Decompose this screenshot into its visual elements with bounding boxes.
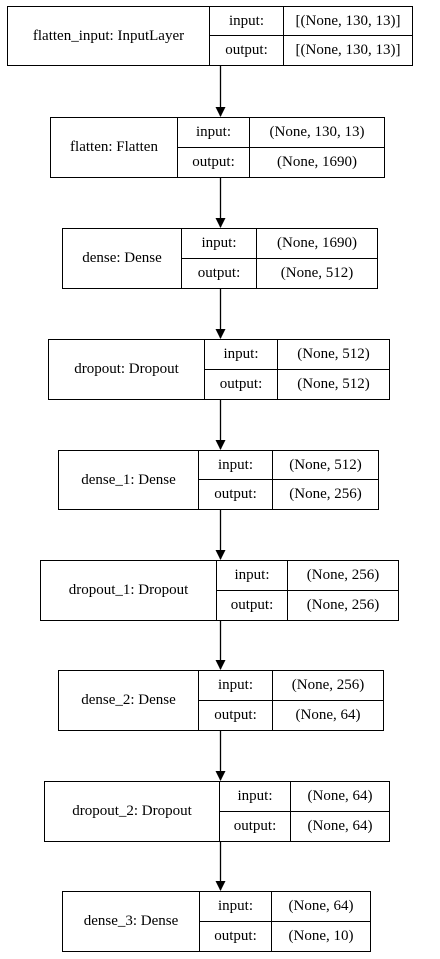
input-label: input:: [178, 118, 250, 148]
layer-name: flatten: Flatten: [51, 118, 178, 177]
output-shape: (None, 256): [306, 596, 380, 613]
input-shape: (None, 512): [278, 340, 389, 370]
output-shape: [(None, 130, 13)]: [295, 42, 401, 58]
output-shape: (None, 512): [297, 375, 370, 392]
output-label: output:: [200, 921, 272, 951]
layer-name: dropout: Dropout: [49, 340, 205, 399]
input-label: input:: [220, 782, 291, 812]
output-shape: (None, 64): [307, 817, 373, 834]
output-label: output:: [199, 480, 273, 509]
output-label: output:: [178, 147, 250, 177]
input-label: input:: [200, 892, 272, 922]
layer-name: dense_1: Dense: [59, 451, 199, 509]
output-label: output:: [182, 258, 257, 288]
layer-name: dense: Dense: [63, 229, 182, 288]
input-label: input:: [199, 671, 273, 701]
input-label: input:: [217, 561, 288, 591]
input-shape: [(None, 130, 13)]: [284, 7, 412, 36]
output-shape: (None, 64): [295, 706, 361, 723]
layer-name: dropout_2: Dropout: [45, 782, 220, 841]
output-label: output:: [217, 590, 288, 620]
input-shape: (None, 64): [272, 892, 370, 922]
layer-name: dense_2: Dense: [59, 671, 199, 730]
output-shape: (None, 10): [288, 927, 354, 944]
input-shape: (None, 64): [291, 782, 389, 812]
output-label: output:: [199, 700, 273, 730]
layer-name: dense_3: Dense: [63, 892, 200, 951]
output-label: output:: [205, 369, 278, 399]
output-label: output:: [210, 36, 284, 65]
output-shape: (None, 256): [289, 486, 362, 502]
input-shape: (None, 130, 13): [250, 118, 384, 148]
layer-name: flatten_input: InputLayer: [8, 7, 210, 65]
input-label: input:: [210, 7, 284, 36]
output-shape: (None, 512): [280, 264, 354, 281]
input-shape: (None, 512): [273, 451, 378, 480]
input-shape: (None, 1690): [257, 229, 377, 259]
layer-name: dropout_1: Dropout: [41, 561, 217, 620]
input-label: input:: [182, 229, 257, 259]
input-label: input:: [205, 340, 278, 370]
input-shape: (None, 256): [288, 561, 398, 591]
output-shape: (None, 1690): [277, 153, 357, 170]
input-shape: (None, 256): [273, 671, 383, 701]
output-label: output:: [220, 811, 291, 841]
input-label: input:: [199, 451, 273, 480]
